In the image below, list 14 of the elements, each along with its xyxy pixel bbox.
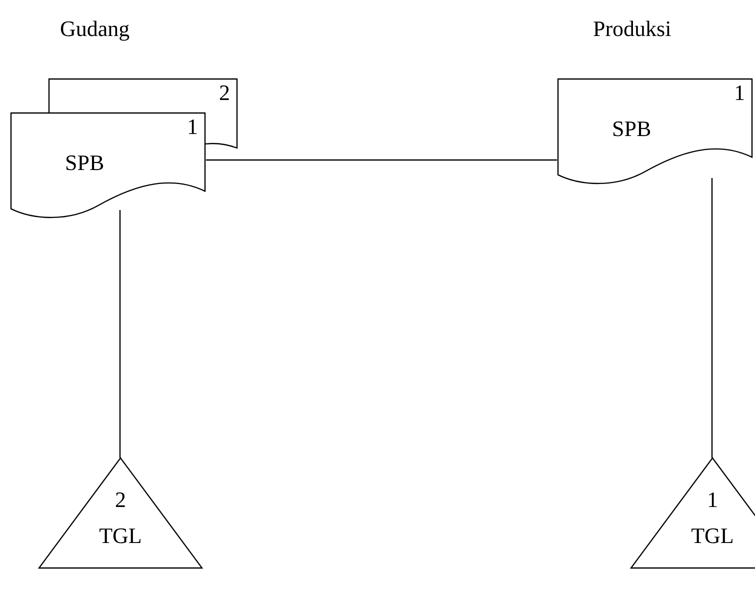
file-number: 2 xyxy=(115,489,126,511)
file-label: TGL xyxy=(99,525,142,547)
file-number: 1 xyxy=(707,489,718,511)
copy-number: 2 xyxy=(219,82,230,104)
connector-line xyxy=(711,178,713,458)
copy-number: 1 xyxy=(734,82,745,104)
column-heading: Produksi xyxy=(593,18,672,40)
document-label: SPB xyxy=(65,152,104,174)
connector-line xyxy=(119,210,121,458)
document-label: SPB xyxy=(612,118,652,140)
copy-number: 1 xyxy=(187,116,198,138)
connector-line xyxy=(206,159,557,161)
file-label: TGL xyxy=(691,525,734,547)
column-heading: Gudang xyxy=(60,18,130,40)
